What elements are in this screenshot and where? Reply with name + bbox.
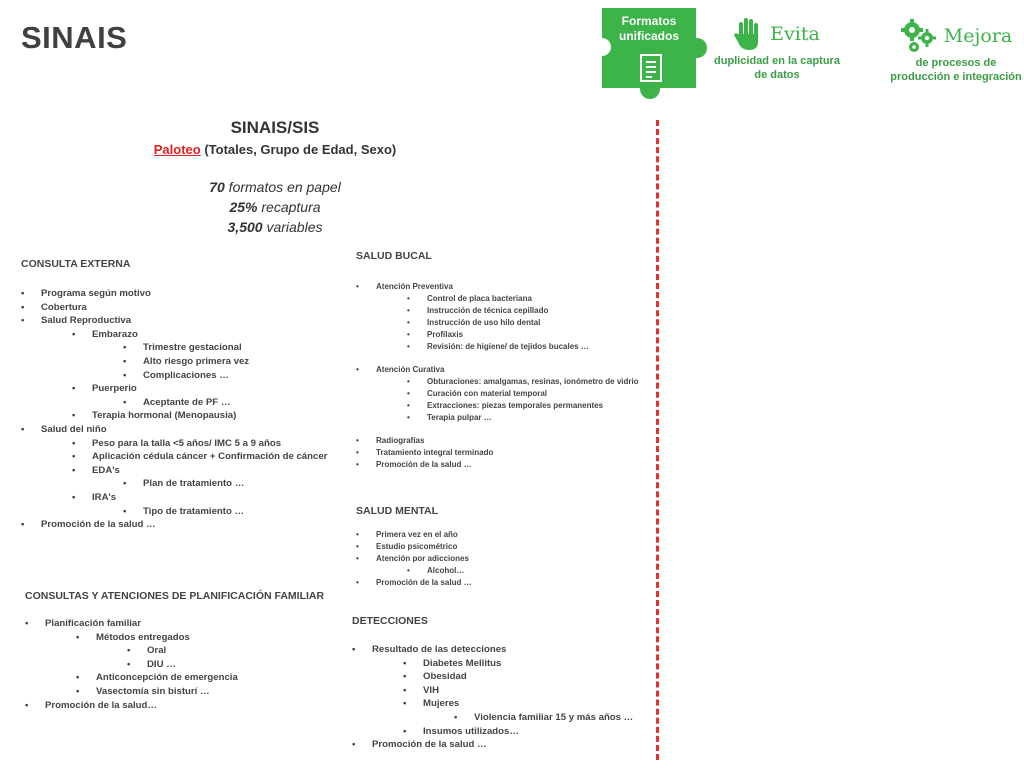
- list-item: Complicaciones …: [21, 369, 327, 383]
- stat-formatos: 70 formatos en papel: [209, 179, 341, 195]
- evita-title: Evita: [770, 23, 820, 45]
- list-item: Instrucción de técnica cepillado: [356, 305, 639, 317]
- list-item: Mujeres: [352, 697, 633, 711]
- list-item: Violencia familiar 15 y más años …: [352, 711, 633, 725]
- sinais-sis-title: SINAIS/SIS: [230, 118, 320, 137]
- list-item: Anticoncepción de emergencia: [25, 671, 324, 685]
- list-item: Alcohol…: [356, 565, 472, 577]
- detecciones-section: DETECCIONES Resultado de las detecciones…: [352, 615, 633, 752]
- stat-variables: 3,500 variables: [227, 219, 323, 235]
- hand-stop-icon: [734, 18, 759, 50]
- list-item: Trimestre gestacional: [21, 341, 327, 355]
- list-item: Aceptante de PF …: [21, 396, 327, 410]
- list-item: Promoción de la salud …: [356, 577, 472, 589]
- mejora-badge: Mejora de procesos de producción e integ…: [890, 16, 1022, 84]
- list-item: Promoción de la salud…: [25, 699, 324, 713]
- consulta-externa-list: Programa según motivoCoberturaSalud Repr…: [21, 287, 327, 532]
- list-item: EDA's: [21, 464, 327, 478]
- evita-badge: Evita duplicidad en la captura de datos: [712, 14, 842, 82]
- list-item: IRA's: [21, 491, 327, 505]
- salud-bucal-list: Atención PreventivaControl de placa bact…: [356, 281, 639, 471]
- list-item: Estudio psicométrico: [356, 541, 472, 553]
- list-item: Atención por adicciones: [356, 553, 472, 565]
- list-item: Diabetes Mellitus: [352, 657, 633, 671]
- salud-mental-section: SALUD MENTAL Primera vez en el añoEstudi…: [356, 505, 472, 589]
- list-item: Terapia pulpar …: [356, 412, 639, 424]
- list-item: Obturaciones: amalgamas, resinas, ionóme…: [356, 376, 639, 388]
- list-item: VIH: [352, 684, 633, 698]
- list-item: Salud del niño: [21, 423, 327, 437]
- list-item: Obesidad: [352, 670, 633, 684]
- list-item: Cobertura: [21, 301, 327, 315]
- stats-block: 70 formatos en papel 25% recaptura 3,500…: [140, 177, 410, 237]
- slide-title: SINAIS: [21, 20, 128, 55]
- puzzle-knob-right: [687, 38, 707, 58]
- evita-subtitle: duplicidad en la captura de datos: [714, 55, 840, 81]
- puzzle-knob-bottom: [640, 79, 660, 99]
- formatos-badge: Formatos unificados: [593, 8, 707, 99]
- list-item: Promoción de la salud …: [356, 459, 639, 471]
- list-item: Programa según motivo: [21, 287, 327, 301]
- list-item: Puerperio: [21, 382, 327, 396]
- list-item: Vasectomía sin bisturí …: [25, 685, 324, 699]
- list-item: Promoción de la salud …: [21, 518, 327, 532]
- list-item: Planificación familiar: [25, 617, 324, 631]
- list-item: Profilaxis: [356, 329, 639, 341]
- list-item: Primera vez en el año: [356, 529, 472, 541]
- paloteo-subtitle: Paloteo (Totales, Grupo de Edad, Sexo): [140, 142, 410, 157]
- list-item: DIU …: [25, 658, 324, 672]
- list-item: Radiografías: [356, 435, 639, 447]
- puzzle-notch-left: [593, 38, 611, 56]
- consulta-externa-title: CONSULTA EXTERNA: [21, 258, 131, 270]
- mejora-subtitle: de procesos de producción e integración: [890, 57, 1022, 83]
- list-item: Métodos entregados: [25, 631, 324, 645]
- salud-mental-list: Primera vez en el añoEstudio psicométric…: [356, 529, 472, 589]
- detecciones-title: DETECCIONES: [352, 615, 428, 627]
- planificacion-list: Planificación familiarMétodos entregados…: [25, 617, 324, 712]
- document-icon: [640, 54, 662, 82]
- list-item: Salud Reproductiva: [21, 314, 327, 328]
- list-item: Control de placa bacteriana: [356, 293, 639, 305]
- list-item: Aplicación cédula cáncer + Confirmación …: [21, 450, 327, 464]
- paloteo-word: Paloteo: [153, 142, 201, 157]
- dashed-divider: [656, 120, 659, 760]
- planificacion-title: CONSULTAS Y ATENCIONES DE PLANIFICACIÓN …: [25, 590, 325, 602]
- sinais-sis-heading-block: SINAIS/SIS Paloteo (Totales, Grupo de Ed…: [140, 118, 410, 237]
- mejora-title: Mejora: [943, 25, 1013, 47]
- stat-recaptura: 25% recaptura: [229, 199, 321, 215]
- list-item: Tratamiento integral terminado: [356, 447, 639, 459]
- list-item: Atención Preventiva: [356, 281, 639, 293]
- list-item: Resultado de las detecciones: [352, 643, 633, 657]
- gears-icon: [900, 19, 936, 52]
- list-item: Instrucción de uso hilo dental: [356, 317, 639, 329]
- formatos-label: Formatos unificados: [618, 14, 679, 43]
- list-item: Promoción de la salud …: [352, 738, 633, 752]
- paloteo-rest: (Totales, Grupo de Edad, Sexo): [200, 142, 397, 157]
- list-item: Atención Curativa: [356, 364, 639, 376]
- salud-bucal-title: SALUD BUCAL: [356, 250, 432, 262]
- planificacion-section: CONSULTAS Y ATENCIONES DE PLANIFICACIÓN …: [25, 590, 324, 712]
- list-item: Embarazo: [21, 328, 327, 342]
- list-item: Oral: [25, 644, 324, 658]
- list-item: Curación con material temporal: [356, 388, 639, 400]
- list-item: Peso para la talla <5 años/ IMC 5 a 9 añ…: [21, 437, 327, 451]
- list-item: Terapia hormonal (Menopausia): [21, 409, 327, 423]
- list-item: Alto riesgo primera vez: [21, 355, 327, 369]
- list-item: Insumos utilizados…: [352, 725, 633, 739]
- detecciones-list: Resultado de las deteccionesDiabetes Mel…: [352, 643, 633, 752]
- salud-bucal-section: SALUD BUCAL Atención PreventivaControl d…: [356, 250, 639, 471]
- consulta-externa-section: CONSULTA EXTERNA Programa según motivoCo…: [21, 258, 327, 532]
- list-item: Tipo de tratamiento …: [21, 505, 327, 519]
- list-item: Extracciones: piezas temporales permanen…: [356, 400, 639, 412]
- salud-mental-title: SALUD MENTAL: [356, 505, 439, 517]
- list-item: Plan de tratamiento …: [21, 477, 327, 491]
- list-item: Revisión: de higiene/ de tejidos bucales…: [356, 341, 639, 353]
